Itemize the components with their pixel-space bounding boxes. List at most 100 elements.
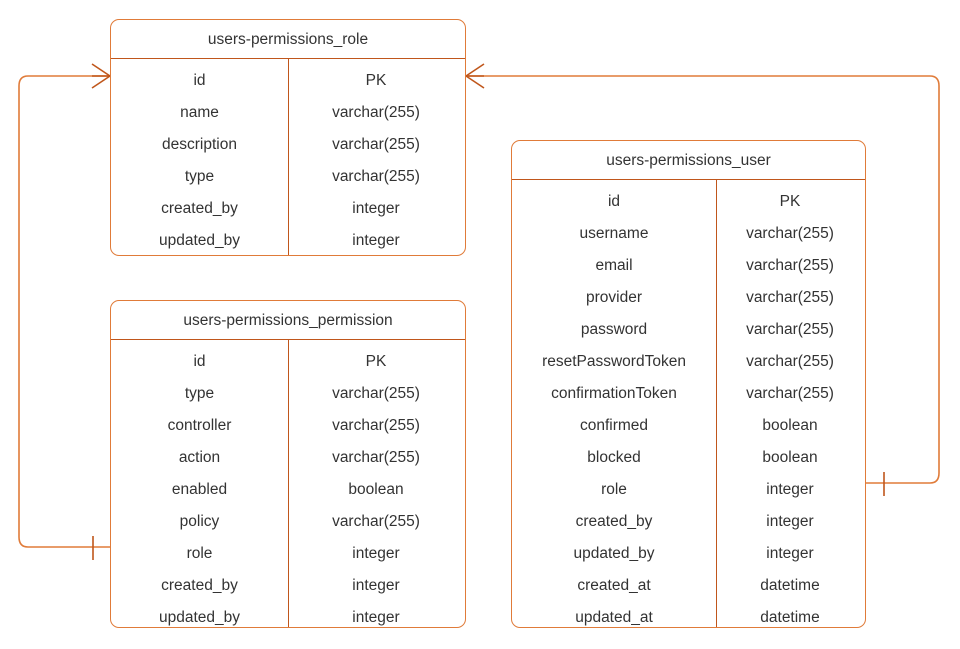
field-type: varchar(255) bbox=[746, 385, 834, 402]
field-type: PK bbox=[365, 72, 387, 89]
field-type: varchar(255) bbox=[332, 168, 420, 185]
field-name: role bbox=[186, 545, 213, 562]
field-name: email bbox=[595, 257, 633, 274]
field-row: role integer bbox=[111, 538, 465, 570]
field-row: created_by integer bbox=[512, 506, 865, 538]
field-type: varchar(255) bbox=[746, 321, 834, 338]
field-name: confirmed bbox=[579, 417, 649, 434]
column-divider-permission bbox=[288, 340, 289, 627]
field-row: role integer bbox=[512, 474, 865, 506]
field-type: integer bbox=[766, 481, 814, 498]
field-row: policy varchar(255) bbox=[111, 506, 465, 538]
field-type: integer bbox=[766, 545, 814, 562]
field-type: datetime bbox=[760, 577, 820, 594]
field-name: username bbox=[579, 225, 649, 242]
field-row: resetPasswordToken varchar(255) bbox=[512, 346, 865, 378]
field-row: created_by integer bbox=[111, 570, 465, 602]
entity-body-permission: id PK type varchar(255) controller varch… bbox=[111, 340, 465, 627]
field-name: role bbox=[601, 481, 627, 498]
field-name: policy bbox=[179, 513, 220, 530]
field-row: id PK bbox=[111, 346, 465, 378]
field-name: updated_by bbox=[158, 232, 241, 249]
field-row: type varchar(255) bbox=[111, 161, 465, 193]
column-divider-role bbox=[288, 59, 289, 255]
field-name: description bbox=[162, 136, 237, 153]
field-name: updated_at bbox=[575, 609, 653, 626]
field-row: action varchar(255) bbox=[111, 442, 465, 474]
field-type: varchar(255) bbox=[746, 257, 834, 274]
field-name: controller bbox=[167, 417, 232, 434]
field-name: name bbox=[180, 104, 219, 121]
field-row: email varchar(255) bbox=[512, 250, 865, 282]
field-name: id bbox=[607, 193, 621, 210]
field-name: updated_by bbox=[573, 545, 655, 562]
connector-role-permission bbox=[18, 75, 110, 548]
field-name: type bbox=[184, 385, 215, 402]
crowfoot-role-left bbox=[91, 63, 111, 89]
field-type: varchar(255) bbox=[746, 353, 834, 370]
field-type: integer bbox=[766, 513, 814, 530]
field-row: updated_by integer bbox=[111, 225, 465, 255]
field-type: varchar(255) bbox=[746, 289, 834, 306]
field-row: created_by integer bbox=[111, 193, 465, 225]
field-row: username varchar(255) bbox=[512, 218, 865, 250]
field-row: type varchar(255) bbox=[111, 378, 465, 410]
field-type: PK bbox=[779, 193, 801, 210]
field-type: varchar(255) bbox=[332, 136, 420, 153]
crowfoot-role-right bbox=[465, 63, 485, 89]
field-name: password bbox=[580, 321, 648, 338]
field-name: created_by bbox=[575, 513, 653, 530]
field-name: type bbox=[184, 168, 215, 185]
field-type: integer bbox=[352, 545, 400, 562]
entity-users-permissions-user[interactable]: users-permissions_user id PK username va… bbox=[511, 140, 866, 628]
field-type: boolean bbox=[762, 449, 818, 466]
field-type: integer bbox=[352, 577, 400, 594]
entity-title-permission: users-permissions_permission bbox=[111, 301, 465, 340]
field-row: enabled boolean bbox=[111, 474, 465, 506]
entity-body-role: id PK name varchar(255) description varc… bbox=[111, 59, 465, 255]
field-row: password varchar(255) bbox=[512, 314, 865, 346]
field-type: varchar(255) bbox=[332, 449, 420, 466]
field-row: id PK bbox=[512, 186, 865, 218]
field-row: id PK bbox=[111, 65, 465, 97]
field-type: boolean bbox=[762, 417, 818, 434]
field-name: provider bbox=[586, 289, 642, 306]
entity-body-user: id PK username varchar(255) email varcha… bbox=[512, 180, 865, 627]
field-row: updated_by integer bbox=[512, 538, 865, 570]
field-type: varchar(255) bbox=[332, 513, 420, 530]
entity-title-role: users-permissions_role bbox=[111, 20, 465, 59]
field-row: controller varchar(255) bbox=[111, 410, 465, 442]
field-name: confirmationToken bbox=[551, 385, 677, 402]
field-type: PK bbox=[365, 353, 387, 370]
field-row: created_at datetime bbox=[512, 570, 865, 602]
field-type: varchar(255) bbox=[332, 385, 420, 402]
field-name: enabled bbox=[171, 481, 228, 498]
field-row: provider varchar(255) bbox=[512, 282, 865, 314]
field-type: integer bbox=[352, 232, 400, 249]
field-row: updated_by integer bbox=[111, 602, 465, 627]
column-divider-user bbox=[716, 180, 717, 627]
field-row: name varchar(255) bbox=[111, 97, 465, 129]
field-row: confirmed boolean bbox=[512, 410, 865, 442]
field-name: resetPasswordToken bbox=[542, 353, 686, 370]
field-name: created_at bbox=[577, 577, 651, 594]
field-row: confirmationToken varchar(255) bbox=[512, 378, 865, 410]
field-type: varchar(255) bbox=[332, 417, 420, 434]
field-name: id bbox=[193, 353, 206, 370]
field-name: created_by bbox=[161, 577, 238, 594]
field-row: description varchar(255) bbox=[111, 129, 465, 161]
field-type: datetime bbox=[760, 609, 820, 626]
entity-users-permissions-permission[interactable]: users-permissions_permission id PK type … bbox=[110, 300, 466, 628]
entity-title-user: users-permissions_user bbox=[512, 141, 865, 180]
entity-users-permissions-role[interactable]: users-permissions_role id PK name varcha… bbox=[110, 19, 466, 256]
field-row: updated_at datetime bbox=[512, 602, 865, 627]
field-type: varchar(255) bbox=[746, 225, 834, 242]
field-type: varchar(255) bbox=[332, 104, 420, 121]
field-type: integer bbox=[352, 200, 400, 217]
field-row: blocked boolean bbox=[512, 442, 865, 474]
field-name: action bbox=[178, 449, 221, 466]
field-name: id bbox=[193, 72, 206, 89]
field-type: integer bbox=[352, 609, 400, 626]
field-name: updated_by bbox=[158, 609, 241, 626]
